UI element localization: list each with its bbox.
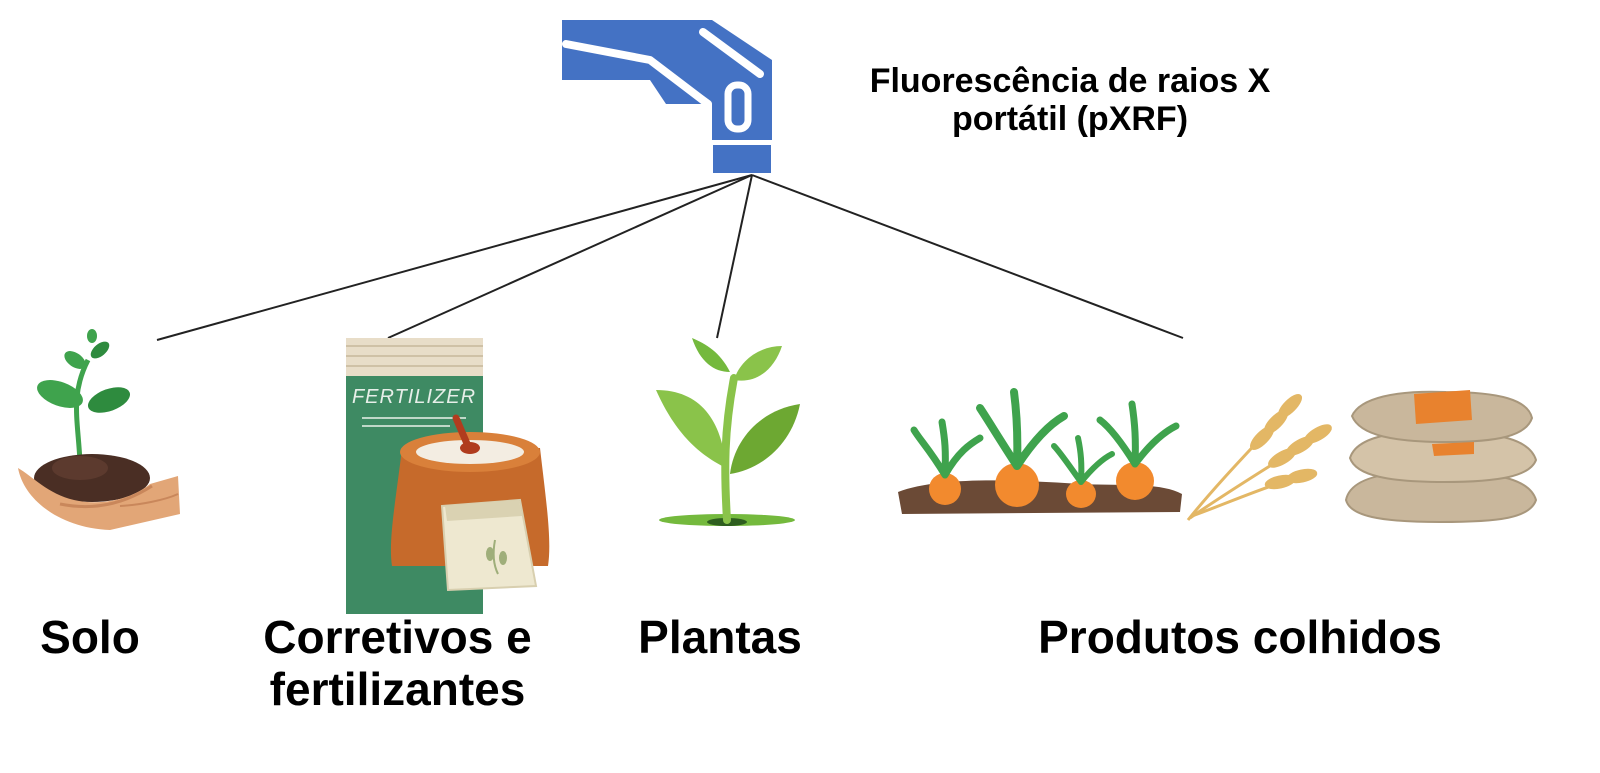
soil-in-hand-icon: [18, 329, 180, 530]
connector-plantas: [716, 174, 753, 339]
connector-lines: [156, 174, 1184, 341]
pxrf-device-icon: [562, 20, 772, 173]
carrot-icon: [976, 388, 1068, 507]
grain-sacks-icon: [1344, 390, 1538, 524]
target-label-plantas: Plantas: [638, 611, 802, 663]
plant-seedling-icon: [656, 338, 800, 526]
connector-solo: [156, 174, 753, 341]
harvested-products-icon: [898, 388, 1538, 524]
wheat-icon: [1186, 393, 1332, 521]
carrot-icon: [1096, 400, 1180, 500]
target-label-solo: Solo: [40, 611, 140, 663]
fertilizer-bags-icon: FERTILIZER: [346, 338, 550, 614]
target-label-colhidos: Produtos colhidos: [1038, 611, 1442, 663]
carrot-icon: [1051, 435, 1115, 508]
connector-colhidos: [751, 174, 1184, 339]
connector-fertilizantes: [387, 174, 753, 339]
target-label-fertilizantes: Corretivos e fertilizantes: [263, 611, 532, 715]
carrot-icon: [910, 418, 984, 505]
device-label: Fluorescência de raios X portátil (pXRF): [869, 62, 1271, 139]
fertilizer-bag-text: FERTILIZER: [352, 386, 476, 408]
